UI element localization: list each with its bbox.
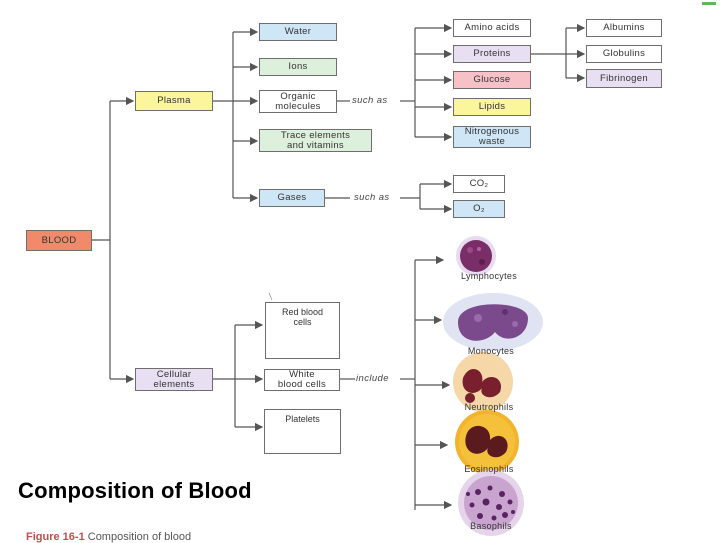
- gases-node: Gases: [259, 189, 325, 207]
- plasma-node: Plasma: [135, 91, 213, 111]
- fibrinogen-node: Fibrinogen: [586, 69, 662, 88]
- blood-node: BLOOD: [26, 230, 92, 251]
- lymphocyte-icon: [456, 236, 496, 276]
- figure-number: Figure 16-1: [26, 531, 85, 543]
- basophils-label: Basophils: [470, 521, 512, 531]
- figure-caption: Figure 16-1 Composition of blood: [26, 531, 191, 543]
- amino-acids-node: Amino acids: [453, 19, 531, 37]
- neutrophil-icon: [453, 352, 513, 412]
- basophil-icon: [458, 470, 524, 536]
- monocyte-icon: [443, 293, 543, 351]
- neutrophils-label: Neutrophils: [464, 402, 514, 412]
- nitrogenous-waste-node: Nitrogenous waste: [453, 126, 531, 148]
- connector-include: include: [356, 373, 389, 384]
- cellular-elements-node: Cellular elements: [135, 368, 213, 391]
- organic-molecules-node: Organic molecules: [259, 90, 337, 113]
- lipids-node: Lipids: [453, 98, 531, 116]
- connector-such-as-gases: such as: [354, 192, 390, 203]
- glucose-node: Glucose: [453, 71, 531, 89]
- corner-accent: [702, 2, 716, 5]
- white-blood-cells-node: White blood cells: [264, 369, 340, 391]
- water-node: Water: [259, 23, 337, 41]
- monocytes-label: Monocytes: [467, 346, 515, 356]
- o2-node: O₂: [453, 200, 505, 218]
- co2-node: CO₂: [453, 175, 505, 193]
- eosinophil-icon: [455, 410, 519, 474]
- connector-such-as-organic: such as: [352, 95, 388, 106]
- proteins-node: Proteins: [453, 45, 531, 63]
- ions-node: Ions: [259, 58, 337, 76]
- trace-elements-node: Trace elements and vitamins: [259, 129, 372, 152]
- platelets-node: Platelets: [264, 409, 341, 454]
- globulins-node: Globulins: [586, 45, 662, 63]
- red-blood-cells-node: Red blood cells: [265, 302, 340, 359]
- figure-caption-text: Composition of blood: [87, 531, 192, 543]
- lymphocytes-label: Lymphocytes: [461, 271, 517, 281]
- eosinophils-label: Eosinophils: [464, 464, 514, 474]
- albumins-node: Albumins: [586, 19, 662, 37]
- page-title: Composition of Blood: [18, 478, 252, 503]
